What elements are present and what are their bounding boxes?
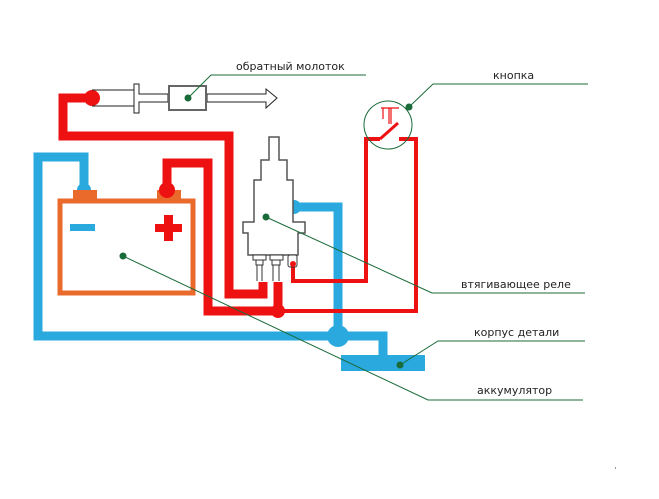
label-slide-hammer: обратный молоток: [236, 60, 345, 73]
label-body-ground: корпус детали: [474, 326, 559, 339]
leader-body-ground: [399, 340, 585, 366]
leader-button: [408, 83, 588, 108]
label-battery: аккумулятор: [477, 384, 552, 397]
positive-wire-hammer-to-relay: [58, 93, 268, 299]
negative-wire-relay-to-ground: [294, 202, 343, 336]
leader-slide-hammer: [187, 74, 366, 99]
leader-battery: [122, 255, 583, 401]
relay-terminals: [252, 254, 298, 281]
button-outline-circle: [363, 100, 413, 150]
button-push-icon: [381, 107, 399, 124]
ground-junction: [327, 325, 349, 347]
leader-dot-battery: [119, 252, 127, 260]
negative-wire-group: [33, 152, 388, 362]
label-solenoid: втягивающее реле: [461, 278, 571, 291]
relay-positive-junction: [271, 304, 285, 318]
relay-body: [242, 136, 306, 256]
battery: [57, 190, 196, 296]
battery-positive-terminal: [159, 182, 175, 198]
positive-wire-group: [58, 93, 418, 316]
leader-dot-slide-hammer: [184, 94, 192, 102]
hammer-terminal: [84, 90, 100, 106]
leader-dot-button: [405, 103, 413, 111]
leader-dot-body-ground: [396, 361, 404, 369]
battery-plus-sign: [155, 215, 182, 241]
relay-control-terminal: [290, 261, 296, 267]
leader-lines: [122, 74, 588, 401]
stray-dot: [615, 467, 616, 469]
button-contact-lever: [379, 121, 399, 141]
control-wire-relay-to-button: [291, 137, 380, 283]
body-ground-plate: [341, 355, 425, 371]
solenoid-relay: [242, 136, 306, 281]
leader-dots: [119, 94, 413, 369]
slide-hammer: [92, 83, 278, 114]
label-button: кнопка: [493, 69, 534, 82]
leader-solenoid: [265, 216, 585, 294]
battery-minus-sign: [70, 224, 95, 231]
negative-wire-battery-to-ground: [33, 152, 388, 362]
leader-dot-solenoid: [262, 213, 270, 221]
button-switch: [363, 100, 413, 150]
